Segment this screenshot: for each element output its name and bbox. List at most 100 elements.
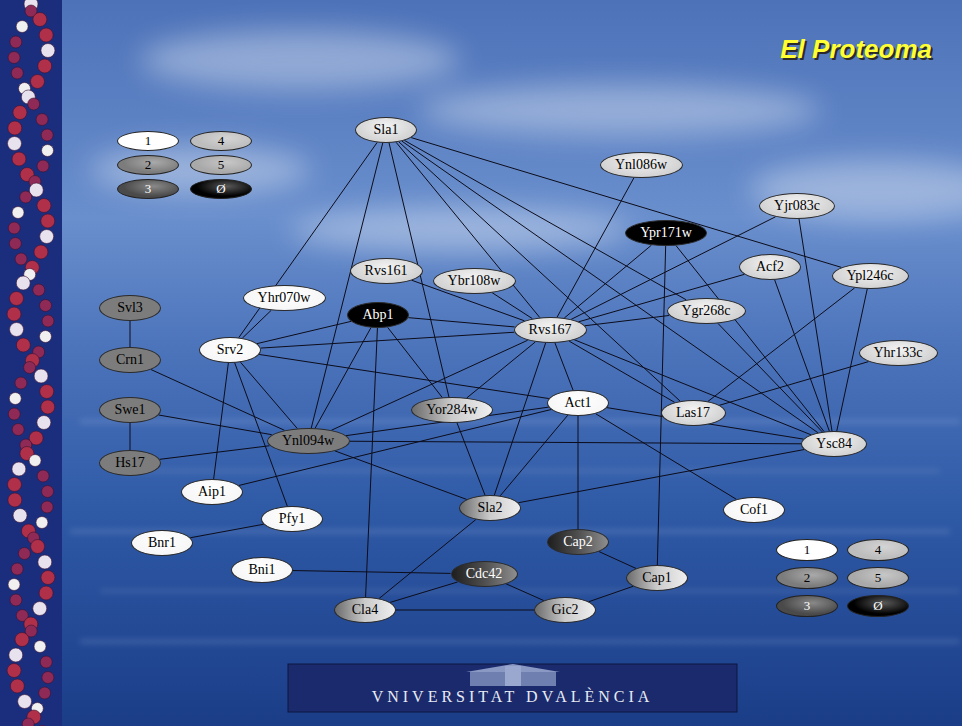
molecule-atom: [39, 687, 51, 699]
molecule-atom: [10, 679, 24, 693]
cloud: [290, 208, 630, 252]
molecule-atom: [42, 145, 54, 157]
protein-node: Sla1: [355, 117, 417, 143]
protein-node: Act1: [547, 390, 609, 416]
molecule-atom: [36, 517, 48, 529]
interaction-line: [130, 423, 131, 450]
legend-swatch: 5: [190, 155, 252, 175]
molecule-atom: [12, 462, 26, 476]
molecule-atom: [37, 470, 49, 482]
protein-name: Yhr070w: [258, 290, 311, 306]
molecule-atom: [12, 424, 24, 436]
molecule-atom: [9, 648, 23, 662]
interaction-line: [159, 415, 272, 435]
protein-node: Srv2: [199, 337, 261, 363]
legend-number: 3: [804, 598, 811, 614]
molecule-atom: [37, 416, 51, 430]
molecule-atom: [7, 137, 21, 151]
molecule-atom: [42, 672, 54, 684]
protein-node: Ygr268c: [667, 298, 746, 324]
protein-name: Cdc42: [466, 566, 503, 582]
cloud: [750, 160, 962, 220]
protein-name: Svl3: [117, 300, 143, 316]
protein-name: Ypl246c: [847, 268, 894, 284]
legend-number: 1: [145, 133, 152, 149]
protein-node: Gic2: [534, 597, 596, 623]
sea-streaks: [70, 420, 960, 643]
protein-node: Bni1: [231, 557, 293, 583]
molecule-atom: [41, 129, 53, 141]
university-logo-band: [288, 664, 737, 712]
protein-name: Swe1: [114, 402, 145, 418]
molecule-atom: [11, 563, 23, 575]
sea-streak: [70, 530, 950, 533]
protein-node: Hs17: [99, 450, 161, 476]
molecule-atom: [39, 28, 53, 42]
protein-node: Aip1: [181, 479, 243, 505]
interaction-line: [311, 143, 383, 428]
interaction-line: [390, 582, 457, 602]
protein-name: Acf2: [756, 259, 784, 275]
building-tower: [505, 666, 521, 686]
interaction-line: [719, 362, 868, 406]
legend-number: 5: [218, 157, 225, 173]
protein-node: Yor284w: [411, 397, 493, 423]
protein-node: Ypl246c: [832, 263, 909, 289]
molecule-atom: [20, 191, 32, 203]
molecule-atom: [33, 13, 47, 27]
interaction-line: [396, 610, 534, 611]
interaction-line: [500, 415, 567, 495]
interaction-line: [799, 219, 832, 431]
interaction-line: [259, 354, 549, 398]
interaction-line: [574, 340, 811, 435]
legend-swatch: 3: [776, 595, 838, 617]
protein-node: Abp1: [347, 302, 409, 328]
molecule-atom: [42, 486, 54, 498]
interaction-line: [564, 245, 651, 318]
legend-number: Ø: [216, 181, 225, 197]
protein-name: Rvs167: [529, 322, 572, 338]
molecule-atom: [37, 199, 51, 213]
protein-node: Svl3: [99, 295, 161, 321]
legend-number: 2: [804, 570, 811, 586]
molecule-atom: [31, 540, 45, 554]
molecule-atom: [9, 393, 21, 405]
molecule-atom: [13, 106, 27, 120]
molecule-atom: [8, 579, 20, 591]
protein-name: Sla2: [478, 500, 503, 516]
protein-name: Aip1: [198, 484, 226, 500]
protein-node: Rvs161: [350, 258, 423, 284]
legend-number: 4: [875, 542, 882, 558]
molecule-atom: [39, 331, 51, 343]
protein-node: Sla2: [459, 495, 521, 521]
molecule-strip: [0, 0, 62, 726]
interaction-line: [379, 520, 476, 599]
protein-node: Ysc84: [801, 431, 867, 457]
interaction-line: [315, 328, 371, 429]
molecule-atom: [16, 21, 28, 33]
protein-name: Ygr268c: [682, 303, 731, 319]
molecule-atom: [34, 369, 48, 383]
protein-name: Ypr171w: [640, 225, 692, 241]
interaction-line: [396, 142, 540, 317]
molecule-atom: [9, 238, 21, 250]
molecule-atom: [8, 52, 20, 64]
protein-node: Yjr083c: [759, 193, 835, 219]
protein-node: Cdc42: [451, 561, 518, 587]
molecule-atom: [39, 586, 53, 600]
molecule-atom: [41, 571, 55, 585]
molecule-atom: [41, 501, 53, 513]
interaction-line: [589, 586, 633, 601]
cloud: [140, 30, 460, 90]
legend-number: Ø: [873, 598, 882, 614]
molecule-atom: [40, 656, 52, 668]
protein-name: Cof1: [740, 502, 768, 518]
interaction-line: [240, 362, 297, 428]
legend-swatch: Ø: [190, 179, 252, 199]
protein-node: Yhr070w: [243, 285, 326, 311]
molecule-atom: [7, 664, 21, 678]
interaction-line: [242, 310, 271, 338]
interaction-line: [408, 318, 514, 327]
